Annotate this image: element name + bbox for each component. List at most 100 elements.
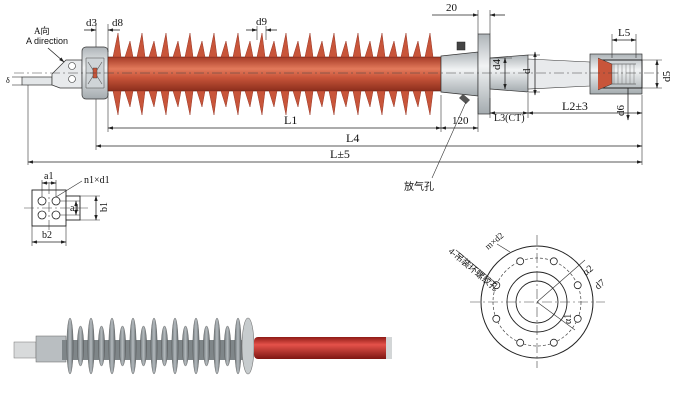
shed-fin (184, 90, 194, 116)
shed-fin (328, 32, 338, 58)
shed-fin (220, 40, 230, 58)
label-d7: d7 (593, 277, 608, 292)
shed-fin (304, 90, 314, 116)
shed-fin (136, 32, 146, 58)
photo-shed (98, 325, 105, 367)
shed-fin (196, 90, 206, 108)
shed-fin (124, 40, 134, 58)
dimensions-main: L1 120 L3(CT) L2±3 L4 L±5 d3 d8 d9 20 (6, 2, 673, 193)
label-d: d (521, 68, 533, 74)
product-photo (13, 317, 392, 375)
label-mxd2: m×d2 (483, 230, 506, 251)
shed-fin (352, 32, 362, 58)
photo-shed-group (66, 317, 242, 375)
label-L5: L5 (618, 27, 631, 39)
label-L1: L1 (284, 113, 297, 127)
photo-shed (234, 317, 242, 375)
label-L4: L4 (346, 131, 359, 145)
shed-fin (172, 40, 182, 58)
shed-fin (304, 32, 314, 58)
shed-fin (316, 90, 326, 108)
shed-fin (112, 90, 122, 116)
shed-fin (292, 90, 302, 108)
label-a-direction-en: A direction (26, 36, 68, 46)
shed-fin (412, 90, 422, 108)
shed-fin (400, 32, 410, 58)
shed-fin (160, 90, 170, 116)
label-d8: d8 (112, 17, 124, 29)
photo-shed (161, 325, 168, 367)
shed-fin (256, 90, 266, 116)
label-alpha1: α1 (563, 314, 574, 324)
pad-detail-view: a1 n1×d1 a1 b1 b2 (24, 171, 110, 246)
shed-fin (196, 40, 206, 58)
shed-fin (172, 90, 182, 108)
label-n1xd1: n1×d1 (84, 175, 110, 186)
shed-fin (208, 32, 218, 58)
shed-fin (148, 90, 158, 108)
shed-fin (268, 90, 278, 108)
label-a1-side: a1 (70, 203, 79, 214)
photo-shed (150, 317, 158, 375)
shed-fin (280, 90, 290, 116)
photo-shed (140, 325, 147, 367)
photo-shed (203, 325, 210, 367)
shed-fin (400, 90, 410, 116)
shed-fin (364, 40, 374, 58)
bolt-hole (573, 281, 582, 290)
photo-shed (77, 325, 84, 367)
flange-plan-view: α2 d7 α1 m×d2 4-吊装环螺纹孔 (447, 230, 608, 368)
shed-fin (340, 40, 350, 58)
label-d3: d3 (86, 17, 98, 29)
shed-fin (232, 32, 242, 58)
label-d9: d9 (256, 16, 268, 28)
label-120: 120 (452, 115, 469, 127)
shed-fin (244, 90, 254, 108)
photo-shed (213, 317, 221, 375)
terminal-lug (21, 59, 83, 89)
shed-fin (388, 40, 398, 58)
photo-shed (182, 325, 189, 367)
flange-bolt-holes (492, 257, 582, 347)
shed-fin (112, 32, 122, 58)
bolt-hole (573, 314, 582, 323)
shed-fin (376, 90, 386, 116)
photo-shed (108, 317, 116, 375)
shed-fin (412, 40, 422, 58)
photo-shed (171, 317, 179, 375)
bolt-hole (516, 338, 525, 347)
label-a1-top: a1 (44, 171, 53, 182)
shed-fin (160, 32, 170, 58)
shed-fin (328, 90, 338, 116)
shed-fin (136, 90, 146, 116)
shed-fin (424, 90, 434, 116)
shed-fin (256, 32, 266, 58)
label-L3ct: L3(CT) (494, 113, 525, 124)
photo-shed (119, 325, 126, 367)
main-side-view (14, 32, 662, 116)
label-d4: d4 (491, 59, 503, 71)
bolt-hole (549, 338, 558, 347)
shed-fin (364, 90, 374, 108)
label-20: 20 (446, 2, 458, 14)
shed-fin (232, 90, 242, 116)
shed-fin (280, 32, 290, 58)
shed-fin (316, 40, 326, 58)
label-d6: d6 (615, 105, 627, 117)
shed-fin (244, 40, 254, 58)
shed-fin (268, 40, 278, 58)
photo-shed (129, 317, 137, 375)
photo-shed (87, 317, 95, 375)
bolt-hole (516, 257, 525, 266)
shed-fin (352, 90, 362, 116)
base-metal (440, 33, 643, 115)
label-b2: b2 (42, 230, 52, 241)
shed-fin (424, 32, 434, 58)
shed-fin (148, 40, 158, 58)
shed-group (112, 32, 434, 116)
photo-shed (192, 317, 200, 375)
shed-fin (388, 90, 398, 108)
label-b1: b1 (99, 202, 110, 212)
shed-fin (124, 90, 134, 108)
